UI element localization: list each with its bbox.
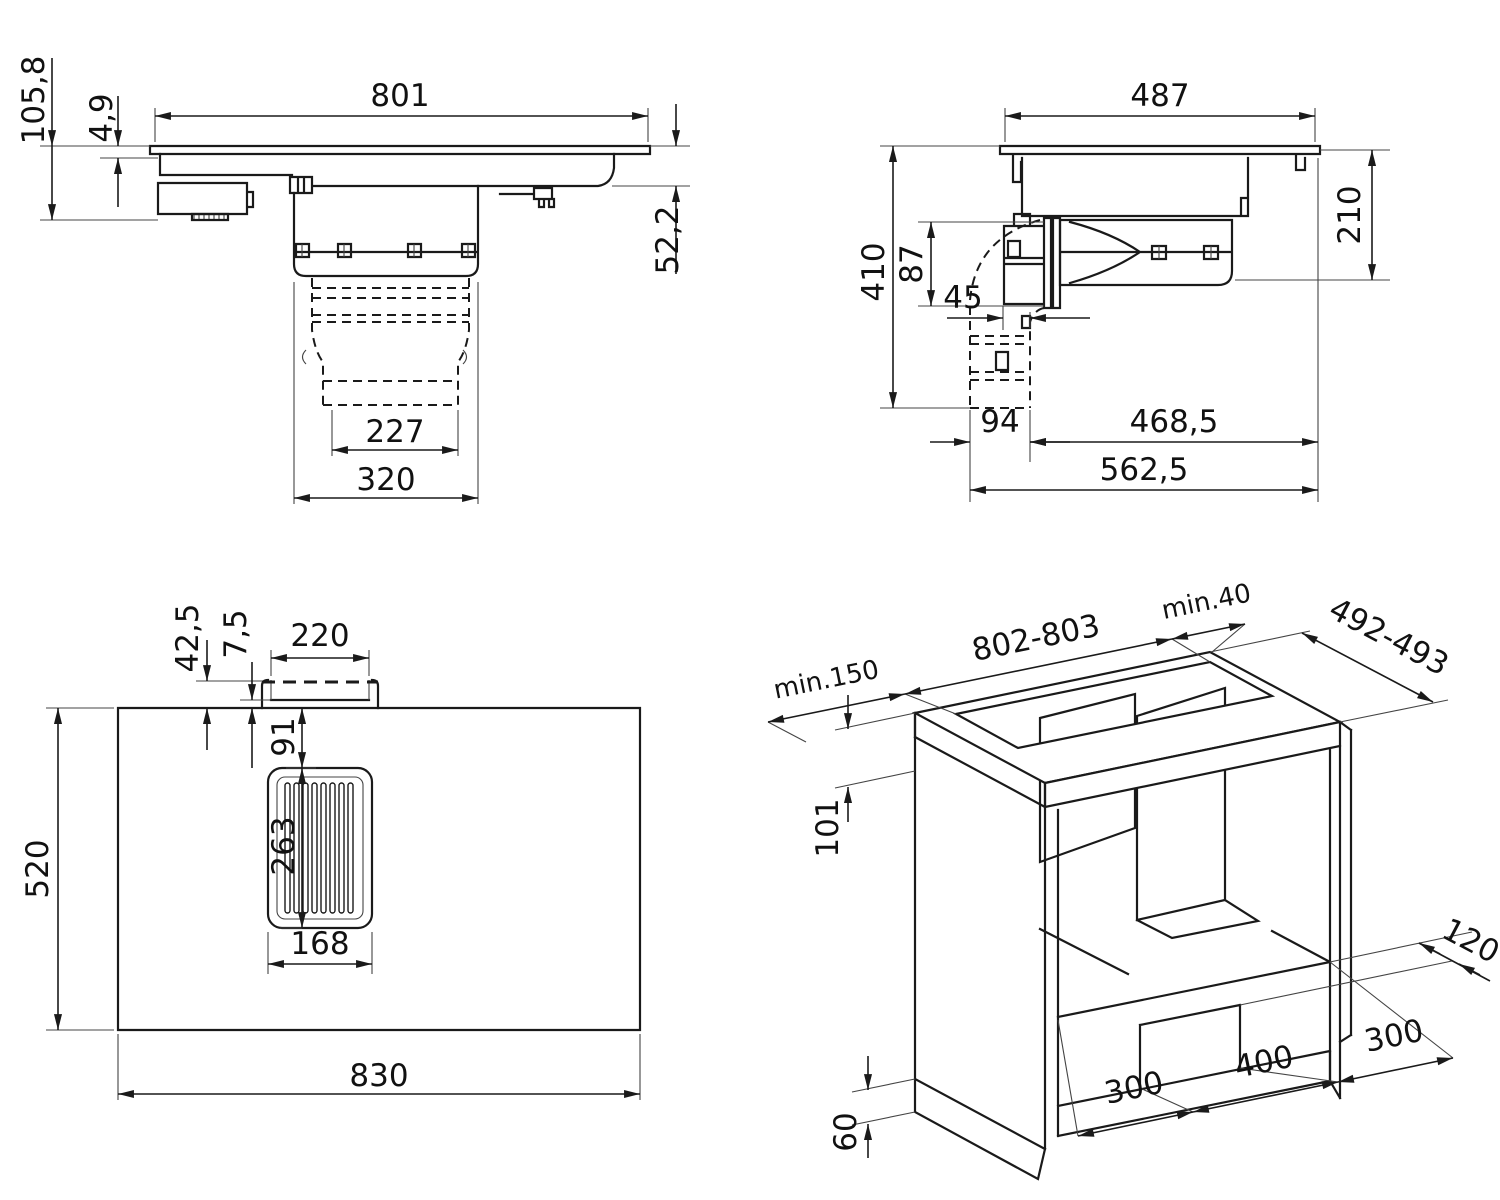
outlet-spigot xyxy=(1002,212,1062,310)
front-view: 801 105,8 4,9 52,2 227 320 xyxy=(16,56,690,504)
front-extension-lines xyxy=(40,108,690,504)
side-clip-details xyxy=(1158,246,1212,259)
power-cord-plug-icon xyxy=(498,186,556,209)
plenum-box xyxy=(292,184,480,278)
dim-line-802-803 xyxy=(904,638,1173,695)
plinth-notch xyxy=(1138,1003,1242,1090)
duct-dashed-outline xyxy=(311,278,470,406)
dim-plan-body-width: 830 xyxy=(349,1058,408,1094)
dim-line-min40 xyxy=(1171,623,1246,640)
dim-front-height-total: 105,8 xyxy=(16,56,52,145)
dim-plan-connector-width: 220 xyxy=(290,618,349,654)
dim-side-body-height: 210 xyxy=(1332,185,1368,244)
air-grille-inner xyxy=(276,776,364,920)
vent-comb xyxy=(190,212,230,222)
dim-cutout-plinth-left: 300 xyxy=(1101,1065,1166,1112)
clip-detail-lines xyxy=(193,214,469,257)
hob-underside-outline xyxy=(116,706,642,1032)
dim-plan-grille-offset: 91 xyxy=(266,717,302,756)
cabinet-floor-edges xyxy=(1038,808,1332,1019)
right-side-panel xyxy=(1328,720,1353,1100)
cutout-extension-lines xyxy=(767,623,1473,1137)
dim-front-glass-width: 801 xyxy=(370,78,429,114)
dim-cutout-plinth-notch: 400 xyxy=(1231,1039,1296,1086)
duct-hooks xyxy=(301,349,468,365)
plinth-board xyxy=(1056,1015,1332,1138)
glass-profile xyxy=(148,144,652,156)
dim-line-120-tail xyxy=(1418,942,1491,982)
hob-body-profile xyxy=(156,152,616,216)
cutout-view: min.150 802-803 min.40 492-493 101 60 30… xyxy=(767,578,1500,1181)
dim-plan-connector-setback: 42,5 xyxy=(170,603,206,672)
dim-front-glass-thickness: 4,9 xyxy=(84,93,120,142)
dim-line-300-left xyxy=(1077,1111,1194,1137)
dim-line-400 xyxy=(1192,1081,1339,1113)
dim-front-duct-width: 227 xyxy=(365,414,424,450)
side-glass-profile xyxy=(998,144,1322,184)
side-view: 487 410 210 87 45 94 468,5 562,5 xyxy=(856,78,1390,502)
dim-plan-lip-offset: 7,5 xyxy=(218,609,254,658)
dim-side-duct-depth: 94 xyxy=(980,404,1019,440)
partition-foot xyxy=(1135,898,1261,940)
dim-side-outlet-offset: 45 xyxy=(943,280,982,316)
side-fixing-clips xyxy=(1150,244,1220,261)
dim-plan-body-depth: 520 xyxy=(20,839,56,898)
dim-side-depth-total: 562,5 xyxy=(1100,452,1189,488)
dim-cutout-clearance-rear: min.40 xyxy=(1159,578,1254,626)
dim-cutout-drop-left: 101 xyxy=(810,798,846,857)
motor-housing xyxy=(1058,218,1234,287)
dim-cutout-opening-width: 802-803 xyxy=(969,608,1103,669)
side-body-profile xyxy=(1020,156,1250,218)
dim-line-300-right xyxy=(1337,1057,1454,1083)
dim-side-glass-depth: 487 xyxy=(1130,78,1189,114)
dim-side-duct-to-rear: 468,5 xyxy=(1130,404,1219,440)
left-side-panel xyxy=(913,711,1047,1181)
dim-cutout-plinth-right: 300 xyxy=(1361,1013,1426,1060)
dim-side-outlet-height: 87 xyxy=(894,244,930,283)
dim-line-492-493 xyxy=(1301,632,1434,703)
plan-extension-lines xyxy=(46,650,641,1100)
dim-side-height-total: 410 xyxy=(856,242,892,301)
dim-cutout-opening-depth: 492-493 xyxy=(1323,591,1454,683)
air-grille-outer xyxy=(266,766,374,930)
duct-connector-sides xyxy=(260,678,380,710)
dim-plan-grille-length: 263 xyxy=(266,816,302,875)
dim-front-plenum-width: 320 xyxy=(356,462,415,498)
dim-front-under-depth: 52,2 xyxy=(650,205,686,274)
dim-cutout-plinth-height: 60 xyxy=(828,1112,864,1151)
dim-plan-grille-width: 168 xyxy=(290,926,349,962)
dim-line-min150 xyxy=(767,693,906,723)
plan-view: 220 42,5 7,5 91 263 168 830 520 xyxy=(20,603,642,1100)
elbow-duct-dashed xyxy=(969,219,1045,409)
dim-cutout-clearance-front: min.150 xyxy=(771,655,882,706)
fixing-clips xyxy=(294,242,477,259)
